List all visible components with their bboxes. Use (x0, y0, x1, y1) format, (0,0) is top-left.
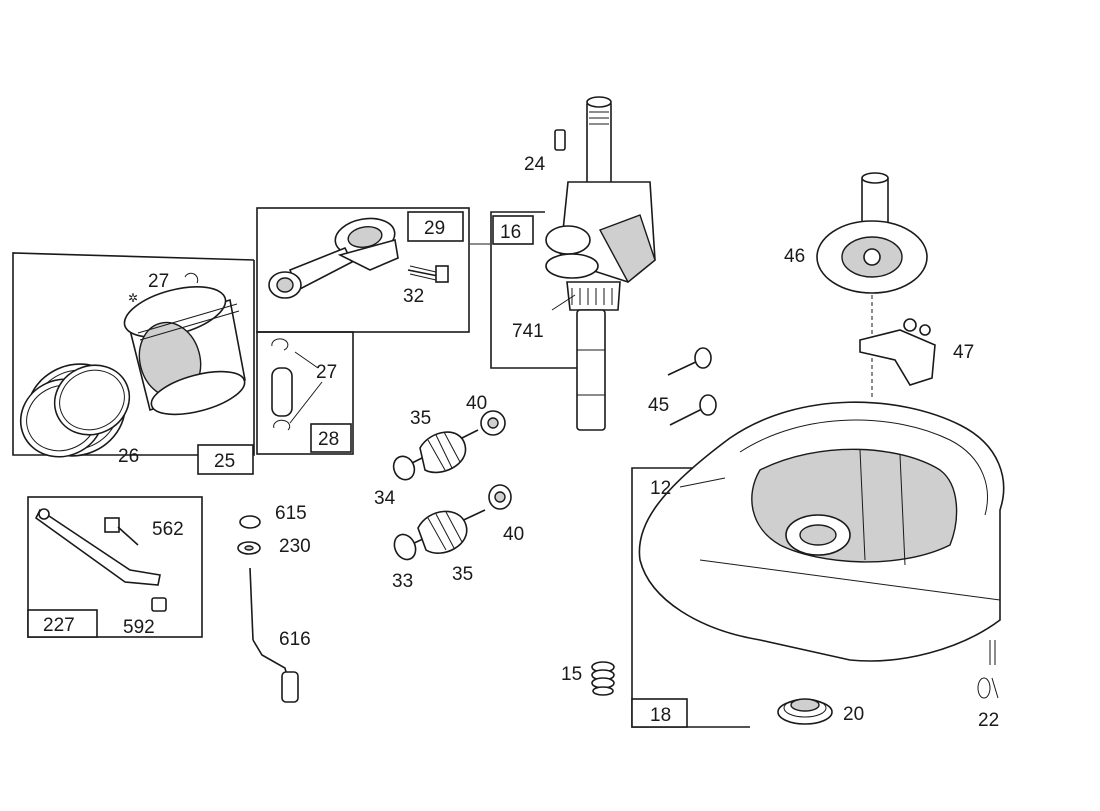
callout-615: 615 (275, 503, 307, 524)
group-box-29: 29 (256, 207, 470, 333)
crankshaft (545, 96, 656, 431)
callout-35-upper: 35 (410, 408, 431, 429)
tappets (667, 347, 717, 426)
snap-ring-28-bottom (273, 419, 291, 431)
callout-26: 26 (118, 446, 139, 467)
group-box-16: 16 (490, 211, 582, 369)
callout-22: 22 (978, 710, 999, 731)
snap-ring-28-top (271, 338, 289, 351)
governor (859, 318, 936, 386)
spring-15 (591, 661, 615, 696)
snap-ring-27-top (184, 272, 199, 284)
callout-27-box: 27 (316, 362, 337, 383)
callout-32: 32 (403, 286, 424, 307)
callout-227: 227 (43, 615, 75, 636)
callout-15: 15 (561, 664, 582, 685)
group-box-227: 227 (27, 496, 203, 638)
box-label-frame-227 (27, 609, 98, 638)
svg-text:✲: ✲ (128, 291, 138, 305)
callout-35-lower: 35 (452, 564, 473, 585)
callout-616: 616 (279, 629, 311, 650)
dowels-22 (977, 640, 999, 699)
callout-28: 28 (318, 429, 339, 450)
crankcase-cover (638, 401, 1005, 662)
callout-592: 592 (123, 617, 155, 638)
lever-nut (151, 597, 167, 612)
connecting-rod (268, 217, 399, 299)
group-box-25: 25 (12, 252, 255, 475)
callout-40-lower: 40 (503, 524, 524, 545)
group-box-18: 18 (631, 467, 750, 728)
box-label-frame-25 (197, 444, 254, 475)
crankshaft-key (554, 129, 566, 151)
box-label-frame-18 (631, 698, 688, 728)
washer-615 (239, 515, 261, 529)
callout-46: 46 (784, 246, 805, 267)
lever-bolt (104, 517, 139, 546)
group-box-28: 28 (256, 331, 354, 455)
callout-45: 45 (648, 395, 669, 416)
callout-33: 33 (392, 571, 413, 592)
callout-27-top: 27 (148, 271, 169, 292)
box-label-frame-16 (492, 215, 534, 245)
piston-rings (19, 363, 131, 458)
callout-18: 18 (650, 705, 671, 726)
governor-shaft (249, 567, 299, 703)
callout-12: 12 (650, 478, 671, 499)
rod-bolt (407, 265, 449, 283)
callout-16: 16 (500, 222, 521, 243)
callout-741: 741 (512, 321, 544, 342)
piston (123, 286, 246, 416)
valve-upper (392, 429, 479, 481)
callout-20: 20 (843, 704, 864, 725)
box-label-frame-29 (407, 211, 464, 242)
callout-230: 230 (279, 536, 311, 557)
box-label-frame-28 (310, 423, 352, 453)
callout-34: 34 (374, 488, 396, 509)
callout-47: 47 (953, 342, 974, 363)
callout-25: 25 (214, 451, 235, 472)
callout-24: 24 (524, 154, 546, 175)
cam-gear (816, 172, 928, 294)
valve-lower (393, 509, 486, 561)
wrist-pin (271, 367, 293, 417)
callout-40-upper: 40 (466, 393, 487, 414)
callout-29: 29 (424, 218, 445, 239)
oil-seal (777, 698, 833, 725)
callout-562: 562 (152, 519, 184, 540)
governor-lever (34, 508, 161, 586)
